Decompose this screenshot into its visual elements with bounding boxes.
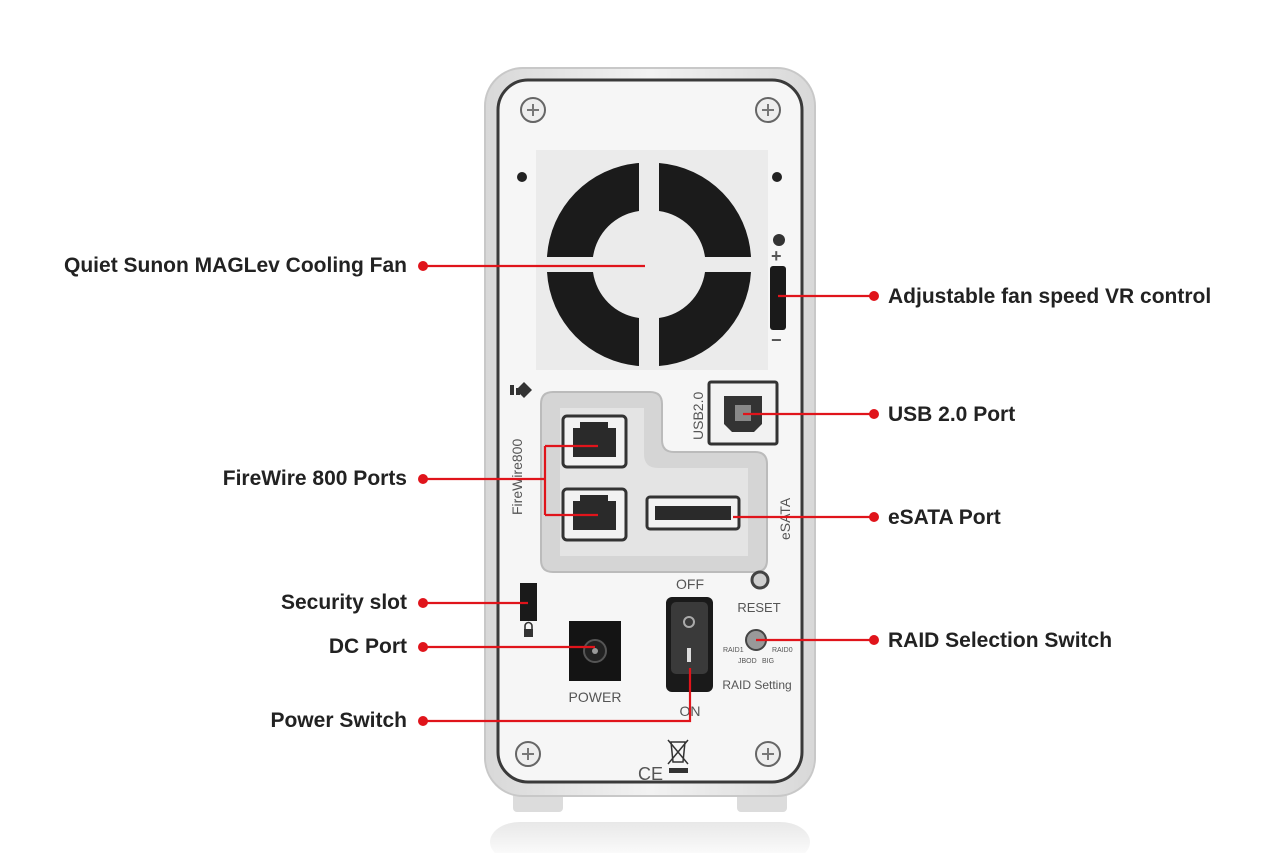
mount-hole-left [517, 172, 527, 182]
enclosure-reflection [490, 822, 810, 853]
weee-bin-icon [667, 739, 689, 773]
callout-lines [423, 264, 874, 723]
fan-grille [536, 150, 768, 370]
raid-setting-panel-label: RAID Setting [722, 678, 791, 692]
fan-speed-dial-icon [773, 234, 785, 246]
esata-port[interactable] [645, 495, 741, 531]
dc-port[interactable] [569, 621, 621, 681]
callout-security-label: Security slot [280, 591, 407, 614]
screw-bottom-right [755, 741, 781, 767]
raid0-panel-label: RAID0 [772, 647, 793, 654]
lock-icon [524, 621, 533, 637]
power-panel-label: POWER [569, 689, 622, 705]
callout-fan-speed-label: Adjustable fan speed VR control [888, 285, 1212, 308]
power-rocker-switch[interactable] [666, 597, 713, 692]
firewire-port-top[interactable] [561, 414, 628, 469]
screw-bottom-left [515, 741, 541, 767]
mount-hole-right [772, 172, 782, 182]
screw-top-right [755, 97, 781, 123]
callout-firewire-label: FireWire 800 Ports [222, 467, 407, 490]
fan-speed-slider[interactable] [770, 266, 786, 330]
callout-dc-label: DC Port [328, 635, 407, 658]
fan-icon [547, 163, 751, 366]
callout-power-label: Power Switch [270, 709, 407, 732]
jbod-panel-label: JBOD [738, 658, 757, 665]
callout-dots [418, 261, 879, 726]
callout-fan-label: Quiet Sunon MAGLev Cooling Fan [64, 254, 407, 277]
reset-panel-label: RESET [737, 600, 780, 615]
callout-esata-label: eSATA Port [888, 506, 1001, 529]
fan-minus-label: − [771, 330, 782, 350]
callout-raid-label: RAID Selection Switch [888, 629, 1113, 652]
off-panel-label: OFF [676, 576, 704, 592]
esata-panel-label: eSATA [777, 497, 793, 540]
firewire-logo-icon [510, 382, 532, 398]
callout-usb-label: USB 2.0 Port [888, 403, 1016, 426]
big-panel-label: BIG [762, 658, 774, 665]
fan-plus-label: + [771, 246, 782, 266]
usb-panel-label: USB2.0 [690, 392, 706, 440]
screw-top-left [520, 97, 546, 123]
raid1-panel-label: RAID1 [723, 647, 744, 654]
ce-mark: CE [638, 764, 663, 784]
security-slot[interactable] [520, 583, 537, 621]
firewire-panel-label: FireWire800 [509, 439, 525, 515]
reset-button[interactable] [750, 570, 770, 590]
